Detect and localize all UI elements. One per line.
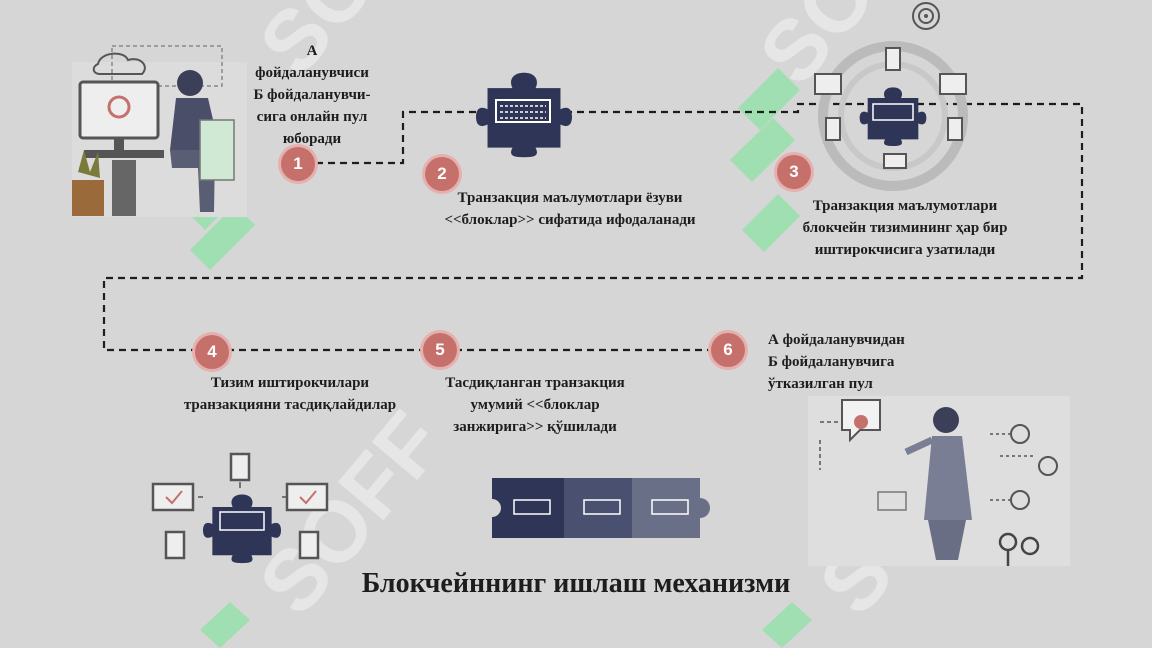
step-4-badge: 4 bbox=[195, 335, 229, 369]
step-1-badge: 1 bbox=[281, 147, 315, 181]
step-1-text: А фойдаланувчиси Б фойдаланувчи- сига он… bbox=[253, 43, 371, 147]
step-5-text: Тасдиқланган транзакция умумий <<блоклар… bbox=[445, 375, 625, 435]
step-3-text: Транзакция маълумотлари блокчейн тизимин… bbox=[802, 198, 1008, 258]
participants-confirm-illustration bbox=[151, 452, 329, 564]
user-at-computer-illustration bbox=[72, 45, 247, 217]
step-5-badge: 5 bbox=[423, 333, 457, 367]
step-6-badge: 6 bbox=[711, 333, 745, 367]
step-4-text: Тизим иштирокчилари транзакцияни тасдиқл… bbox=[183, 375, 397, 413]
step-3-badge: 3 bbox=[777, 155, 811, 189]
diagram-title: Блокчейннинг ишлаш механизми bbox=[361, 568, 791, 599]
recipient-illustration bbox=[808, 396, 1070, 566]
network-participants-illustration bbox=[814, 2, 968, 191]
block-puzzle-icon bbox=[476, 72, 572, 158]
block-chain-illustration bbox=[483, 478, 710, 538]
step-2-text: Транзакция маълумотлари ёзуви <<блоклар>… bbox=[444, 190, 696, 228]
flow-path bbox=[102, 102, 1084, 352]
step-6-text: А фойдаланувчидан Б фойдаланувчига ўтказ… bbox=[768, 332, 905, 392]
step-2-badge: 2 bbox=[425, 157, 459, 191]
